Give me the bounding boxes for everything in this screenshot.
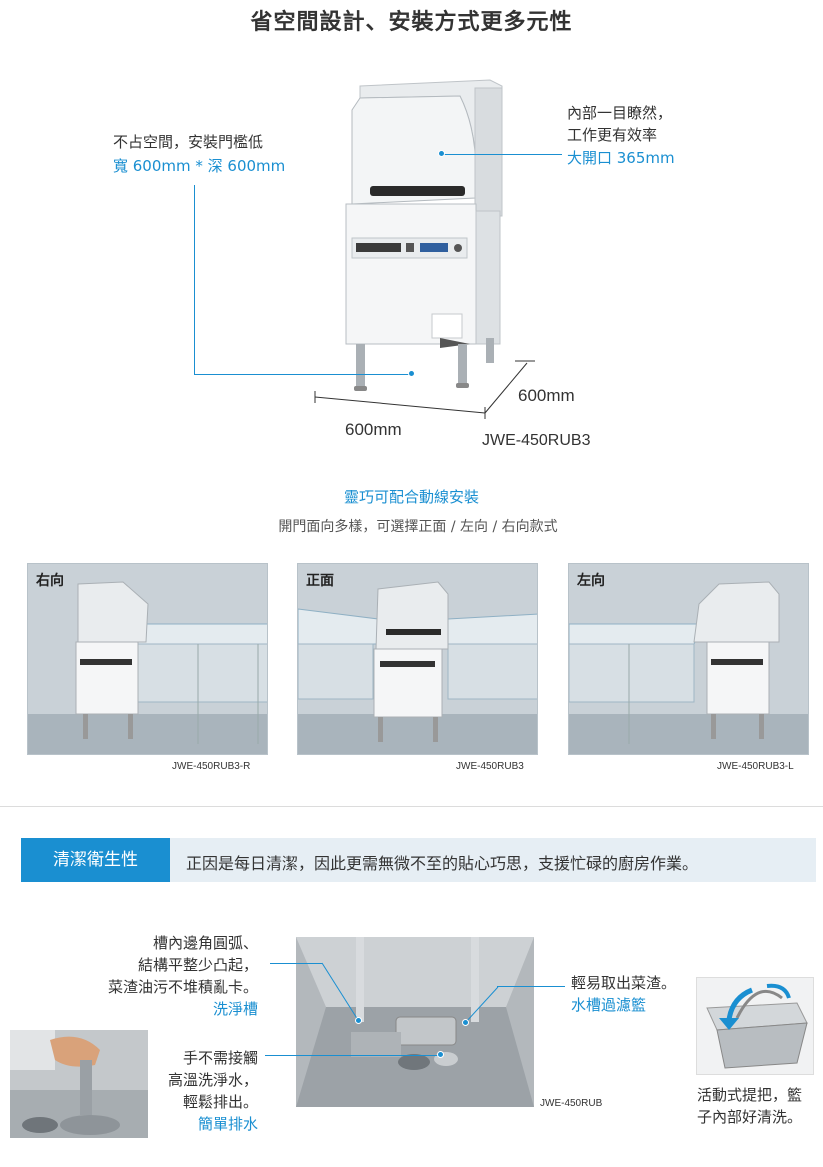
drain-hand-photo xyxy=(10,1030,148,1138)
left-install-illustration xyxy=(569,564,808,754)
filter-note-line1: 輕易取出菜渣。 xyxy=(571,974,677,992)
wash-tank-photo xyxy=(296,937,534,1107)
space-callout-horizontal-line xyxy=(194,374,412,375)
drain-callout-line xyxy=(265,1055,440,1056)
depth-dimension: 600mm xyxy=(518,386,575,405)
hygiene-banner-text: 正因是每日清潔，因此更需無微不至的貼心巧思，支援忙碌的廚房作業。 xyxy=(186,854,699,873)
panel-left-model: JWE-450RUB3-L xyxy=(717,761,794,772)
basket-note-line1: 活動式提把，籃 xyxy=(697,1086,803,1104)
install-panel-left: 左向 xyxy=(568,563,809,755)
filter-callout-dot xyxy=(462,1019,469,1026)
space-note-dimensions: 寬 600mm * 深 600mm xyxy=(113,157,286,175)
dimension-lines xyxy=(314,360,535,419)
tank-note-line3: 菜渣油污不堆積亂卡。 xyxy=(107,978,258,996)
install-subheading: 開門面向多樣，可選擇正面 / 左向 / 右向款式 xyxy=(278,519,558,535)
drain-note-label: 簡單排水 xyxy=(197,1115,258,1133)
drain-note-line3: 輕鬆排出。 xyxy=(182,1093,258,1111)
opening-note-size: 大開口 365mm xyxy=(567,149,675,167)
panel-right-label: 右向 xyxy=(36,573,64,589)
panel-front-model: JWE-450RUB3 xyxy=(456,761,524,772)
tank-note-label: 洗淨槽 xyxy=(212,1000,258,1018)
tank-photo-model: JWE-450RUB xyxy=(540,1098,603,1109)
basket-note-line2: 子內部好清洗。 xyxy=(697,1108,803,1126)
panel-left-label: 左向 xyxy=(577,573,605,589)
basket-photo xyxy=(696,977,814,1075)
section-divider xyxy=(0,806,823,807)
tank-note-line1: 槽內邊角圓弧、 xyxy=(152,934,258,952)
front-install-illustration xyxy=(298,564,537,754)
install-heading: 靈巧可配合動線安裝 xyxy=(343,488,479,506)
width-dimension: 600mm xyxy=(345,420,402,439)
dishwasher-illustration xyxy=(345,79,503,391)
tank-callout-dot xyxy=(355,1017,362,1024)
tank-note-line2: 結構平整少凸起， xyxy=(137,956,258,974)
opening-note-line2: 工作更有效率 xyxy=(567,126,658,144)
install-panel-right: 右向 xyxy=(27,563,268,755)
space-note-line1: 不占空間，安裝門檻低 xyxy=(113,133,264,151)
panel-front-label: 正面 xyxy=(306,573,334,589)
drain-note-line2: 高溫洗淨水， xyxy=(167,1071,258,1089)
opening-note-line1: 內部一目瞭然， xyxy=(567,104,673,122)
opening-callout-line xyxy=(442,154,562,155)
panel-right-model: JWE-450RUB3-R xyxy=(172,761,251,772)
install-panel-front: 正面 xyxy=(297,563,538,755)
drain-note-line1: 手不需接觸 xyxy=(182,1049,258,1067)
filter-callout-line-a xyxy=(497,986,565,987)
opening-callout-dot xyxy=(438,150,445,157)
hygiene-badge: 清潔衛生性 xyxy=(21,838,170,882)
model-number: JWE-450RUB3 xyxy=(482,432,591,449)
drain-callout-dot xyxy=(437,1051,444,1058)
filter-callout-diagonal xyxy=(465,986,499,1023)
tank-callout-line-a xyxy=(270,963,322,964)
right-install-illustration xyxy=(28,564,267,754)
space-callout-dot xyxy=(408,370,415,377)
filter-note-label: 水槽過濾籃 xyxy=(571,996,647,1014)
space-callout-vertical-line xyxy=(194,185,195,375)
tank-callout-diagonal xyxy=(321,962,359,1021)
page-title: 省空間設計、安裝方式更多元性 xyxy=(250,10,573,35)
